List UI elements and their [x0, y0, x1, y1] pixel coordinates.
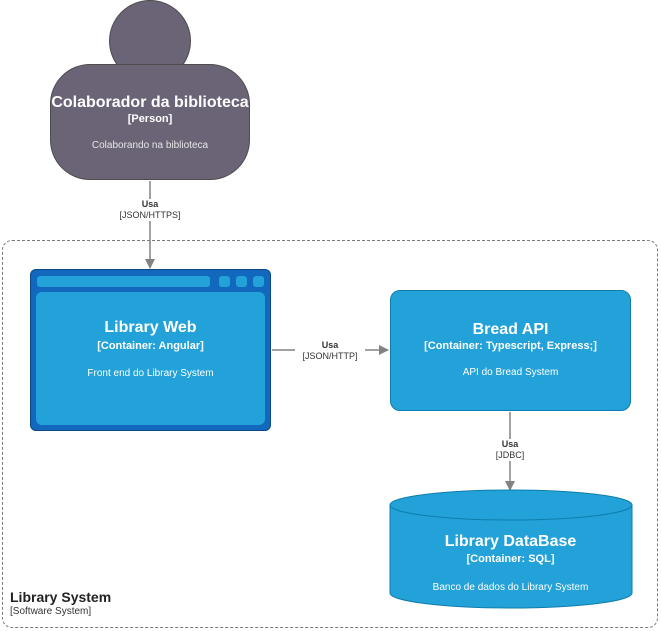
- person-name: Colaborador da biblioteca: [51, 94, 249, 111]
- db-cylinder-top: [389, 489, 633, 521]
- edge-person-to-web-verb: Usa: [141, 199, 159, 209]
- bread-api-name: Bread API: [472, 321, 549, 338]
- library-web-type: [Container: Angular]: [97, 340, 204, 352]
- library-system-boundary: [2, 240, 658, 628]
- edge-api-to-db-tech: [JDBC]: [495, 450, 525, 460]
- person-description: Colaborando na biblioteca: [91, 140, 209, 151]
- browser-button-1: [219, 276, 230, 287]
- db-cylinder-body: [389, 505, 633, 609]
- edge-person-to-web-label: Usa [JSON/HTTPS]: [110, 199, 190, 221]
- library-web-body: Library Web [Container: Angular] Front e…: [36, 292, 265, 425]
- boundary-type: [Software System]: [10, 606, 92, 617]
- edge-person-to-web-tech: [JSON/HTTPS]: [119, 210, 181, 220]
- library-web-description: Front end do Library System: [87, 368, 214, 379]
- edge-web-to-api-verb: Usa: [321, 340, 339, 350]
- library-db-name: Library DataBase: [444, 533, 577, 550]
- edge-api-to-db-verb: Usa: [501, 439, 519, 449]
- edge-web-to-api-tech: [JSON/HTTP]: [302, 351, 358, 361]
- library-web-name: Library Web: [104, 319, 197, 336]
- browser-button-2: [236, 276, 247, 287]
- edge-web-to-api-label: Usa [JSON/HTTP]: [295, 340, 365, 362]
- library-db-node[interactable]: [388, 489, 634, 611]
- browser-button-3: [253, 276, 264, 287]
- library-db-description: Banco de dados do Library System: [432, 582, 589, 593]
- bread-api-type: [Container: Typescript, Express;]: [424, 340, 597, 352]
- bread-api-node[interactable]: Bread API [Container: Typescript, Expres…: [390, 290, 631, 411]
- person-type: [Person]: [127, 113, 173, 125]
- browser-address-bar: [37, 276, 210, 287]
- library-db-type: [Container: SQL]: [466, 553, 555, 565]
- person-body: [50, 64, 250, 180]
- edge-api-to-db-label: Usa [JDBC]: [480, 439, 540, 461]
- library-web-node[interactable]: Library Web [Container: Angular] Front e…: [30, 269, 271, 431]
- boundary-title: Library System: [10, 589, 112, 605]
- bread-api-description: API do Bread System: [462, 367, 559, 378]
